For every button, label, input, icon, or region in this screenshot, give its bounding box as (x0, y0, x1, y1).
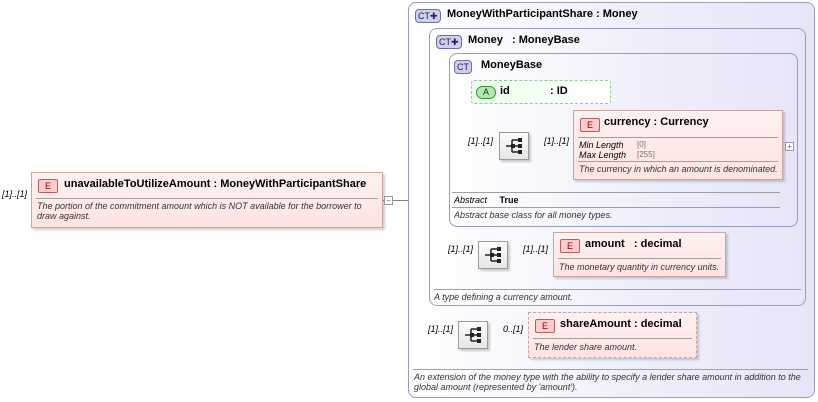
sequence-compositor-icon (485, 247, 501, 263)
element-badge: E (38, 179, 58, 193)
connector-root-to-type (383, 200, 409, 201)
money-type-base: MoneyBase (518, 34, 580, 46)
divider (452, 192, 780, 193)
currency-multiplicity: [1]..[1] (544, 136, 570, 146)
complex-type-badge: CT✚ (436, 35, 462, 49)
complex-type-badge: CT✚ (415, 9, 441, 23)
amount-element-name: amount (585, 238, 625, 250)
type-separator: : (592, 8, 603, 20)
attribute-badge: A (476, 86, 496, 99)
moneybase-type-description: Abstract base class for all money types. (454, 210, 613, 220)
element-badge: E (560, 239, 580, 253)
complex-type-badge: CT (454, 60, 472, 74)
element-badge: E (535, 319, 555, 333)
outer-type-name: MoneyWithParticipantShare (447, 8, 593, 20)
outer-type-description: An extension of the money type with the … (414, 372, 801, 392)
id-attribute-type: ID (556, 85, 568, 97)
money-type-name: Money (468, 34, 503, 46)
currency-element-type: Currency (660, 116, 709, 128)
share-multiplicity: 0..[1] (503, 324, 524, 334)
abstract-label: Abstract (454, 195, 488, 205)
root-element-description: The portion of the commitment amount whi… (37, 201, 362, 221)
type-separator: : (624, 238, 641, 250)
currency-seq-multiplicity: [1]..[1] (468, 136, 494, 146)
type-separator: : (630, 318, 641, 330)
amount-multiplicity: [1]..[1] (523, 244, 549, 254)
type-separator: : (502, 34, 519, 46)
min-length-label: Min Length (579, 140, 624, 150)
amount-sequence-box[interactable] (478, 241, 508, 269)
type-separator: : (650, 116, 661, 128)
max-length-label: Max Length (579, 150, 627, 160)
currency-sequence-box[interactable] (499, 132, 529, 160)
divider (578, 161, 778, 162)
share-seq-multiplicity: [1]..[1] (428, 324, 454, 334)
sequence-compositor-icon (506, 138, 522, 154)
share-element-type: decimal (640, 318, 682, 330)
amount-element-description: The monetary quantity in currency units. (559, 262, 720, 272)
divider (413, 369, 808, 370)
type-separator: : (210, 178, 221, 190)
divider (434, 289, 801, 290)
max-length-value: [255] (637, 150, 655, 159)
id-attribute-name: id (500, 85, 510, 97)
divider (36, 198, 378, 199)
collapse-icon[interactable]: − (384, 196, 393, 205)
sequence-compositor-icon (465, 327, 481, 343)
divider (558, 258, 721, 259)
root-element-box[interactable]: E unavailableToUtilizeAmount : MoneyWith… (31, 172, 383, 228)
root-multiplicity: [1]..[1] (2, 189, 28, 199)
type-separator: : (550, 85, 557, 97)
expand-icon[interactable]: + (785, 142, 794, 151)
amount-element-box[interactable]: E amount : decimal The monetary quantity… (553, 232, 726, 277)
amount-element-type: decimal (640, 238, 682, 250)
currency-element-name: currency (604, 116, 651, 128)
share-element-box[interactable]: E shareAmount : decimal The lender share… (528, 312, 697, 358)
outer-type-base: Money (602, 8, 638, 20)
share-element-name: shareAmount (560, 318, 631, 330)
root-element-name: unavailableToUtilizeAmount (64, 178, 211, 190)
currency-element-box[interactable]: E currency : Currency Min Length [0] Max… (573, 110, 783, 180)
divider (452, 207, 780, 208)
moneybase-type-name: MoneyBase (481, 59, 543, 71)
divider (533, 338, 692, 339)
abstract-value: True (499, 195, 519, 205)
id-attribute-box[interactable]: A id : ID (471, 80, 611, 104)
root-element-type: MoneyWithParticipantShare (220, 178, 367, 190)
divider (578, 137, 778, 138)
share-element-description: The lender share amount. (534, 342, 638, 352)
currency-element-description: The currency in which an amount is denom… (579, 164, 778, 174)
amount-seq-multiplicity: [1]..[1] (448, 244, 474, 254)
element-badge: E (580, 118, 600, 132)
money-type-description: A type defining a currency amount. (434, 292, 573, 302)
min-length-value: [0] (637, 140, 646, 149)
share-sequence-box[interactable] (458, 321, 488, 349)
